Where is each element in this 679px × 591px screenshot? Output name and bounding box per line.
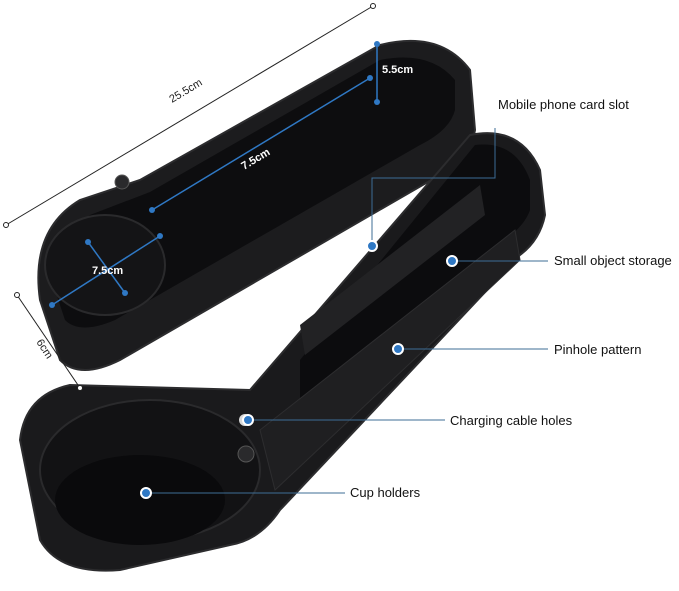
height-label: 5.5cm	[382, 64, 413, 76]
cup-diameter-end-dot	[85, 239, 91, 245]
back-hinge-knob	[114, 174, 130, 190]
cup-diameter-end-dot	[122, 290, 128, 296]
length-end-dot	[3, 222, 9, 228]
front-side-panel	[259, 229, 521, 491]
small-storage-marker	[446, 255, 458, 267]
cup-holders-marker	[140, 487, 152, 499]
width-end-dot	[14, 292, 20, 298]
inner-length-end-dot	[367, 75, 373, 81]
front-cup-holder-bottom	[55, 455, 225, 545]
cup-diameter-end-dot	[49, 302, 55, 308]
callout-leaders	[140, 128, 548, 499]
length-label: 25.5cm	[167, 77, 204, 106]
length-dimension-line	[5, 5, 374, 226]
cup-diameter-dimension-line	[87, 241, 126, 294]
cup-holders-callout: Cup holders	[350, 485, 421, 500]
cup-diameter-label: 7.5cm	[92, 265, 123, 277]
phone-slot-marker	[366, 240, 378, 252]
cable-holes-marker	[242, 414, 254, 426]
phone-slot-leader	[371, 128, 496, 246]
cup-diameter-end-dot	[157, 233, 163, 239]
width-end-dot	[77, 385, 83, 391]
inner-length-end-dot	[149, 207, 155, 213]
front-organizer	[18, 132, 547, 572]
cup-diameter-dimension-line	[51, 235, 161, 306]
height-end-dot	[374, 99, 380, 105]
phone-slot-divider	[300, 185, 485, 355]
pinhole-marker	[392, 343, 404, 355]
inner-length-dimension-line	[151, 77, 371, 211]
front-hinge-knob	[237, 445, 255, 463]
width-label: 6cm	[33, 337, 54, 361]
width-dimension-line	[16, 294, 81, 389]
phone-slot-callout: Mobile phone card slot	[498, 97, 629, 112]
pinhole-callout: Pinhole pattern	[554, 342, 642, 357]
cable-holes-callout: Charging cable holes	[450, 413, 573, 428]
small-storage-callout: Small object storage	[554, 253, 672, 268]
height-end-dot	[374, 41, 380, 47]
length-end-dot	[370, 3, 376, 9]
